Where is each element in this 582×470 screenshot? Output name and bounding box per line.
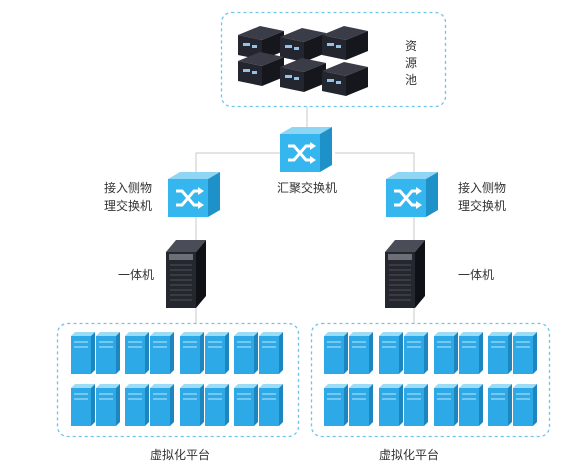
right-access-switch-label-1: 接入侧物 <box>458 181 507 195</box>
right-tower-server-icon[interactable] <box>385 240 425 308</box>
rack-server-icon <box>238 26 368 96</box>
core-switch-label: 汇聚交换机 <box>276 181 337 195</box>
left-platform-label: 虚拟化平台 <box>149 448 210 462</box>
left-tower-server-icon[interactable] <box>166 240 206 308</box>
right-vm-grid <box>324 332 537 426</box>
left-access-switch-label-1: 接入侧物 <box>104 181 153 195</box>
right-access-switch-icon[interactable] <box>384 170 440 219</box>
core-switch-icon[interactable] <box>278 125 334 174</box>
left-server-label: 一体机 <box>118 268 155 282</box>
left-vm-grid <box>71 332 283 426</box>
right-access-switch-label-2: 理交换机 <box>458 199 507 213</box>
right-platform-label: 虚拟化平台 <box>378 448 439 462</box>
left-platform-frame <box>56 322 300 438</box>
left-access-switch-label-2: 理交换机 <box>104 199 153 213</box>
right-platform-frame <box>310 322 551 438</box>
resource-pool-label: 资源池 <box>405 39 418 87</box>
left-access-switch-icon[interactable] <box>166 170 222 219</box>
resource-pool-frame <box>220 11 447 108</box>
right-server-label: 一体机 <box>458 268 495 282</box>
